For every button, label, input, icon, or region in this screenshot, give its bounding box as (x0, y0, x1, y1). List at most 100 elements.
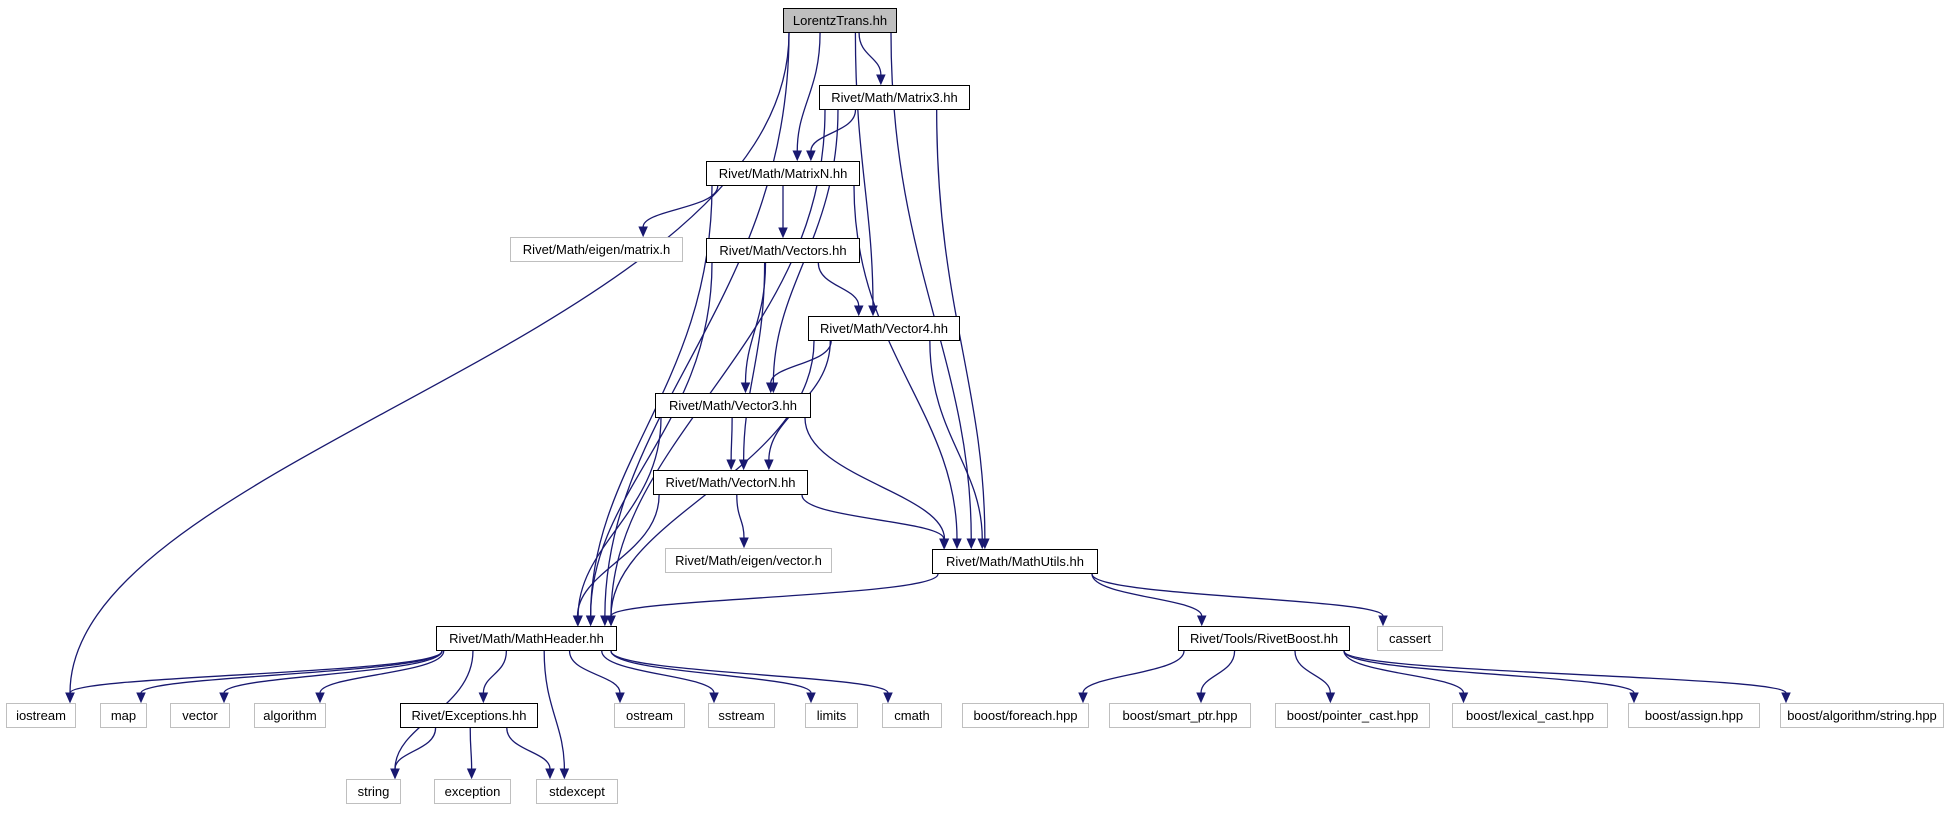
edge-arrowhead (806, 150, 816, 162)
dependency-edge (730, 417, 733, 461)
dependency-edge (469, 727, 473, 770)
edge-arrowhead (764, 459, 774, 471)
node-vector4[interactable]: Rivet/Math/Vector4.hh (808, 316, 960, 341)
edge-arrowhead (966, 538, 977, 550)
edge-arrowhead (726, 459, 736, 471)
node-vectors[interactable]: Rivet/Math/Vectors.hh (706, 238, 860, 263)
dependency-edge (642, 185, 719, 228)
node-lorentztrans[interactable]: LorentzTrans.hh (783, 8, 897, 33)
node-boost-lexical-cast: boost/lexical_cast.hpp (1452, 703, 1608, 728)
node-exception: exception (434, 779, 511, 804)
dependency-edge (853, 185, 958, 540)
dependency-edge (770, 340, 832, 384)
node-iostream: iostream (6, 703, 76, 728)
dependency-edge (1343, 650, 1787, 694)
edge-arrowhead (806, 692, 816, 704)
dependency-edge (858, 32, 882, 76)
node-eigen-matrix: Rivet/Math/eigen/matrix.h (510, 237, 683, 262)
dependency-edge (1091, 573, 1384, 617)
edge-arrowhead (740, 382, 751, 394)
edge-arrowhead (977, 538, 988, 550)
edge-arrowhead (65, 692, 75, 704)
dependency-edge (589, 185, 713, 617)
edge-arrowhead (219, 692, 229, 704)
dependency-edge (576, 494, 660, 617)
edge-arrowhead (545, 768, 555, 780)
edge-arrowhead (939, 538, 949, 550)
node-matrixn[interactable]: Rivet/Math/MatrixN.hh (706, 161, 860, 186)
edge-arrowhead (1458, 692, 1469, 704)
dependency-edge (1343, 650, 1465, 694)
edge-arrowhead (1629, 692, 1639, 704)
edge-arrowhead (1078, 692, 1088, 704)
edge-arrowhead (315, 692, 325, 704)
edge-arrowhead (739, 537, 749, 549)
dependency-edge (610, 650, 889, 694)
dependency-edge (610, 650, 812, 694)
edge-arrowhead (1781, 692, 1791, 704)
dependency-edge (604, 32, 790, 617)
dependency-edge (810, 109, 857, 152)
edge-arrowhead (606, 615, 616, 627)
node-limits: limits (805, 703, 858, 728)
edge-arrowhead (1325, 692, 1336, 704)
dependency-edge (319, 650, 445, 694)
edge-arrowhead (1378, 615, 1388, 627)
dependency-edge (742, 262, 766, 461)
node-exceptions[interactable]: Rivet/Exceptions.hh (400, 703, 538, 728)
node-vector3[interactable]: Rivet/Math/Vector3.hh (655, 393, 811, 418)
edge-arrowhead (585, 615, 596, 627)
dependency-edge (1343, 650, 1635, 694)
edge-arrowhead (559, 768, 570, 780)
dependency-edge (1294, 650, 1332, 694)
edge-arrowhead (952, 538, 962, 550)
node-vectorn[interactable]: Rivet/Math/VectorN.hh (653, 470, 808, 495)
node-mathutils[interactable]: Rivet/Math/MathUtils.hh (932, 549, 1098, 574)
dependency-edge (736, 494, 745, 539)
node-boost-assign: boost/assign.hpp (1628, 703, 1760, 728)
dependency-edge (796, 32, 821, 152)
edge-arrowhead (1196, 692, 1206, 704)
dependency-edge (394, 727, 437, 770)
dependency-edge (1200, 650, 1236, 694)
dependency-edge (601, 650, 715, 694)
node-sstream: sstream (708, 703, 775, 728)
dependency-edge (1082, 650, 1185, 694)
node-cassert: cassert (1377, 626, 1443, 651)
edge-arrowhead (572, 615, 583, 627)
edge-arrowhead (709, 692, 719, 704)
node-boost-algorithm-string: boost/algorithm/string.hpp (1780, 703, 1944, 728)
node-boost-foreach: boost/foreach.hpp (962, 703, 1089, 728)
dependency-edge (223, 650, 443, 694)
edge-arrowhead (466, 768, 477, 780)
node-string: string (346, 779, 401, 804)
node-eigen-vector: Rivet/Math/eigen/vector.h (665, 548, 832, 573)
edge-arrowhead (390, 768, 400, 780)
node-boost-smart-ptr: boost/smart_ptr.hpp (1109, 703, 1251, 728)
dependency-edge (482, 650, 508, 694)
edge-arrowhead (792, 150, 803, 162)
dependency-edge (610, 109, 826, 617)
edge-arrowhead (600, 615, 610, 627)
edge-arrowhead (853, 305, 864, 317)
dependency-edge (804, 417, 946, 540)
dependency-edge (854, 32, 874, 307)
node-map: map (100, 703, 147, 728)
dependency-edge (69, 32, 790, 694)
dependency-edge (936, 109, 986, 540)
dependency-edge (817, 262, 860, 307)
dependency-edge (543, 650, 566, 770)
dependency-edge (610, 573, 939, 617)
dependency-edge (506, 727, 551, 770)
node-boost-pointer-cast: boost/pointer_cast.hpp (1275, 703, 1430, 728)
node-matrix3[interactable]: Rivet/Math/Matrix3.hh (819, 85, 970, 110)
node-mathheader[interactable]: Rivet/Math/MathHeader.hh (436, 626, 617, 651)
node-rivetboost[interactable]: Rivet/Tools/RivetBoost.hh (1178, 626, 1350, 651)
node-algorithm: algorithm (254, 703, 326, 728)
dependency-edge (801, 494, 945, 540)
edge-arrowhead (765, 382, 776, 394)
dependency-edge (568, 650, 621, 694)
edge-arrowhead (638, 226, 648, 238)
